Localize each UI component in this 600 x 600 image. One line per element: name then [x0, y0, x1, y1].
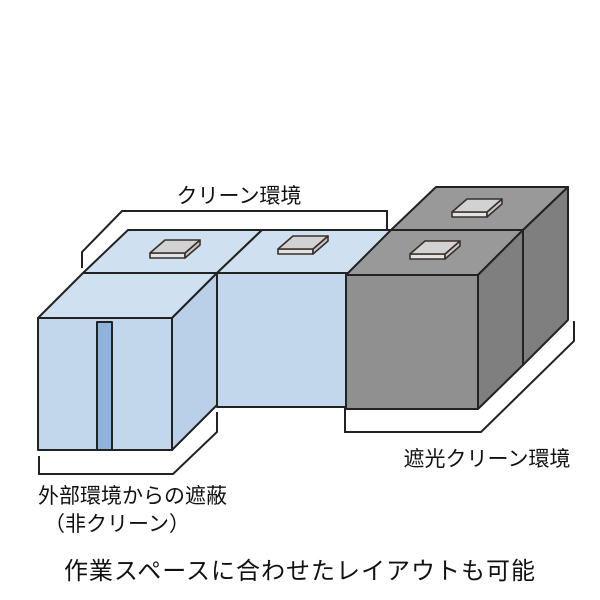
blue-cube-middle-front-face	[216, 272, 352, 408]
caption-text: 作業スペースに合わせたレイアウトも可能	[64, 558, 536, 585]
dark-cube-back	[390, 186, 569, 366]
bracket-external-shield	[38, 412, 218, 475]
blue-cube-middle	[216, 229, 397, 408]
lid-top-face	[409, 240, 461, 255]
label-external-shield-line1: 外部環境からの遮蔽	[38, 485, 227, 508]
dark-cube-front-front-face	[345, 274, 479, 410]
bracket-shaded-clean-env	[344, 321, 575, 433]
hatch-lid-dark-back	[451, 198, 503, 218]
bracket-clean-env	[81, 210, 388, 268]
hatch-lid-back-left	[149, 239, 201, 259]
label-external-shield-line2: （非クリーン）	[44, 513, 190, 536]
lid-top-face	[277, 235, 329, 250]
blue-cube-front-left	[37, 272, 218, 451]
lid-top-face	[149, 239, 201, 254]
lid-top-face	[451, 198, 503, 213]
document-slot	[96, 321, 113, 451]
hatch-lid-dark-front	[409, 240, 461, 260]
hatch-lid-middle	[277, 235, 329, 255]
label-clean-env: クリーン環境	[177, 185, 302, 208]
label-shaded-clean-env: 遮光クリーン環境	[404, 448, 571, 471]
